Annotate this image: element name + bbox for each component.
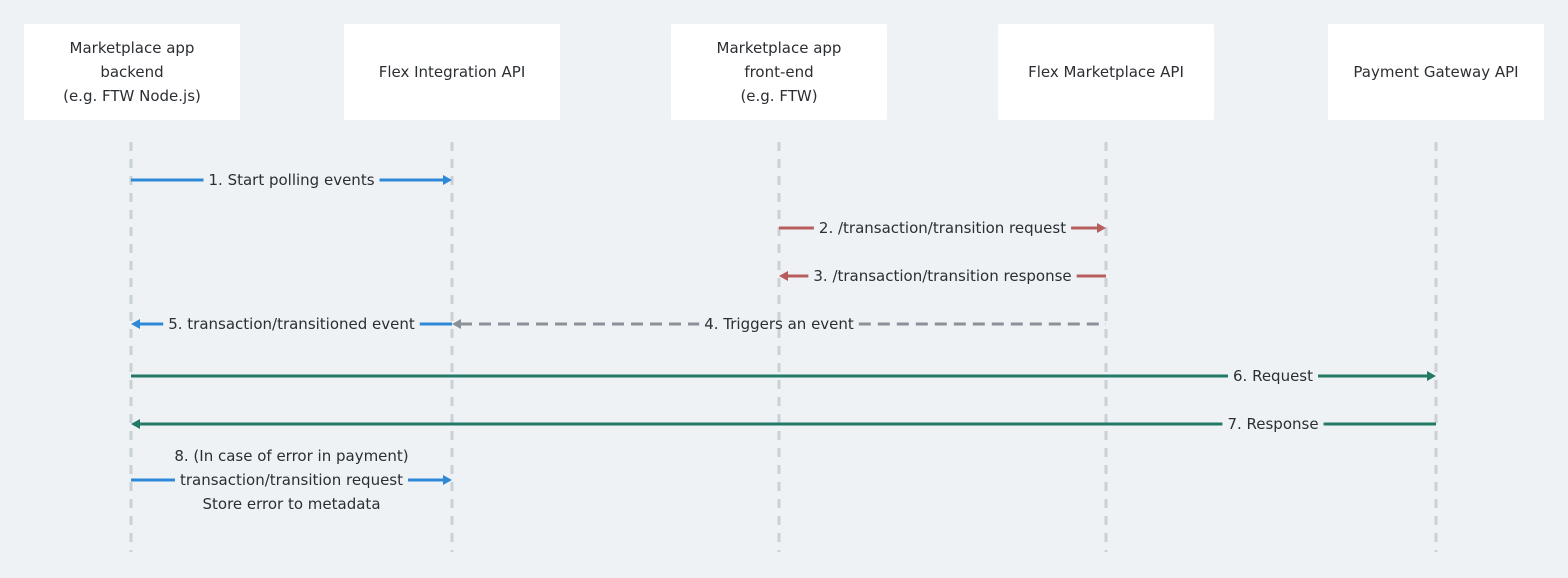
message-1-label: 1. Start polling events	[208, 171, 374, 189]
actor-marketplace-api: Flex Marketplace API	[998, 24, 1214, 120]
message-5: 5. transaction/transitioned event	[131, 315, 452, 333]
message-3: 3. /transaction/transition response	[779, 267, 1106, 285]
message-2-label: 2. /transaction/transition request	[819, 219, 1066, 237]
message-2-arrowhead	[1097, 223, 1106, 233]
message-4: 4. Triggers an event	[452, 315, 1106, 333]
message-8: 8. (In case of error in payment) transact…	[131, 447, 452, 513]
message-5-label: 5. transaction/transitioned event	[168, 315, 415, 333]
message-7: 7. Response	[131, 415, 1436, 433]
message-8-arrowhead	[443, 475, 452, 485]
message-3-label: 3. /transaction/transition response	[813, 267, 1071, 285]
message-7-label: 7. Response	[1227, 415, 1318, 433]
actor-frontend-line-3: (e.g. FTW)	[740, 87, 818, 105]
actor-marketplace-api-line-1: Flex Marketplace API	[1028, 63, 1184, 81]
actor-backend: Marketplace app backend (e.g. FTW Node.j…	[24, 24, 240, 120]
message-6-arrowhead	[1427, 371, 1436, 381]
message-6-label: 6. Request	[1233, 367, 1313, 385]
actor-frontend: Marketplace app front-end (e.g. FTW)	[671, 24, 887, 120]
message-8-label-2: transaction/transition request	[180, 471, 403, 489]
message-3-arrowhead	[779, 271, 788, 281]
message-1: 1. Start polling events	[131, 171, 452, 189]
message-4-label: 4. Triggers an event	[704, 315, 854, 333]
actor-payment-gateway: Payment Gateway API	[1328, 24, 1544, 120]
actor-backend-line-2: backend	[100, 63, 164, 81]
message-1-arrowhead	[443, 175, 452, 185]
message-5-arrowhead	[131, 319, 140, 329]
message-2: 2. /transaction/transition request	[779, 219, 1106, 237]
actor-backend-line-1: Marketplace app	[69, 39, 195, 57]
actor-integration-api: Flex Integration API	[344, 24, 560, 120]
message-8-label-1: 8. (In case of error in payment)	[174, 447, 408, 465]
actor-integration-api-line-1: Flex Integration API	[378, 63, 526, 81]
actor-backend-line-3: (e.g. FTW Node.js)	[63, 87, 201, 105]
message-4-arrowhead	[452, 319, 461, 329]
message-6: 6. Request	[131, 367, 1436, 385]
actor-frontend-line-1: Marketplace app	[716, 39, 842, 57]
message-7-arrowhead	[131, 419, 140, 429]
message-8-label-3: Store error to metadata	[202, 495, 380, 513]
actor-payment-gateway-line-1: Payment Gateway API	[1353, 63, 1519, 81]
actor-frontend-line-2: front-end	[744, 63, 814, 81]
